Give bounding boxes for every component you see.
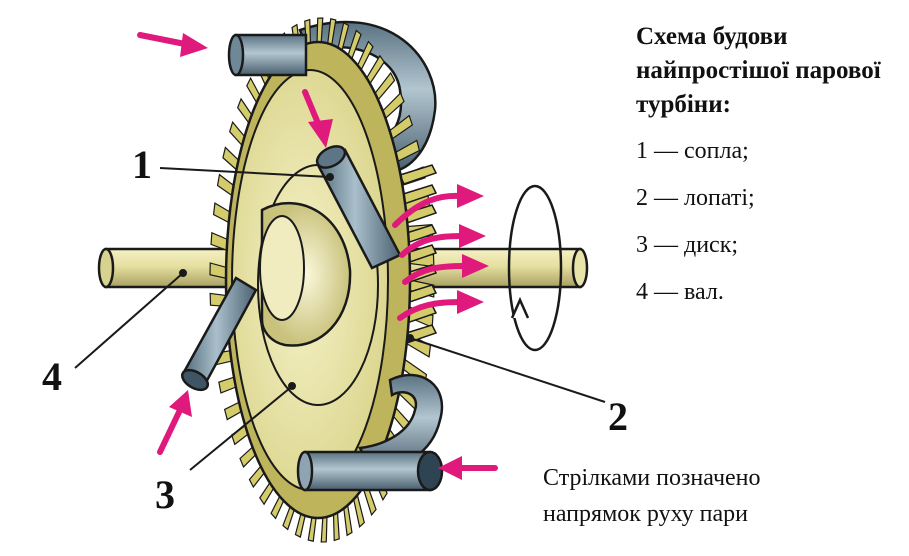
legend-item-disk: 3 — диск; [636,232,739,258]
callout-line-4 [74,272,184,369]
steam-arrow-outlet-2 [399,224,486,258]
steam-arrows [137,32,498,480]
steam-arrow-inlet-nozzle [302,89,333,148]
arrow-note: Стрілками позначено напрямок руху пари [543,460,873,532]
steam-arrow-outlet-4 [397,290,484,321]
nozzle-bottom [296,450,444,492]
legend-item-shaft: 4 — вал. [636,279,724,305]
callout-lines [74,167,606,471]
steam-arrow-outlet-3 [402,254,489,285]
callout-number-3: 3 [155,472,175,517]
arrow-note-line-1: Стрілками позначено [543,465,761,491]
legend-item-blades: 2 — лопаті; [636,185,755,211]
hub [259,201,352,347]
callout-line-2 [409,337,606,403]
nozzle-upper [315,145,402,270]
rotation-arrow [507,184,563,352]
callout-number-2: 2 [608,394,628,439]
steam-arrow-outlet-1 [392,184,484,228]
nozzle-lower-left [180,276,258,392]
callout-line-3 [189,387,291,471]
legend: 1 — сопла; 2 — лопаті; 3 — диск; 4 — вал… [636,128,755,316]
callout-number-4: 4 [42,354,62,399]
steam-arrow-inlet-top [137,32,208,57]
diagram-title: Схема будови найпростішої парової турбін… [636,23,881,118]
shaft-right [393,247,589,289]
callout-line-1 [159,167,331,178]
steam-arrow-inlet-lower [157,390,192,455]
nozzle-top-left [227,33,308,77]
arrow-note-line-2: напрямок руху пари [543,501,749,527]
callout-number-1: 1 [132,142,152,187]
legend-item-nozzles: 1 — сопла; [636,138,749,164]
steam-arrow-inlet-bottom [438,456,498,480]
